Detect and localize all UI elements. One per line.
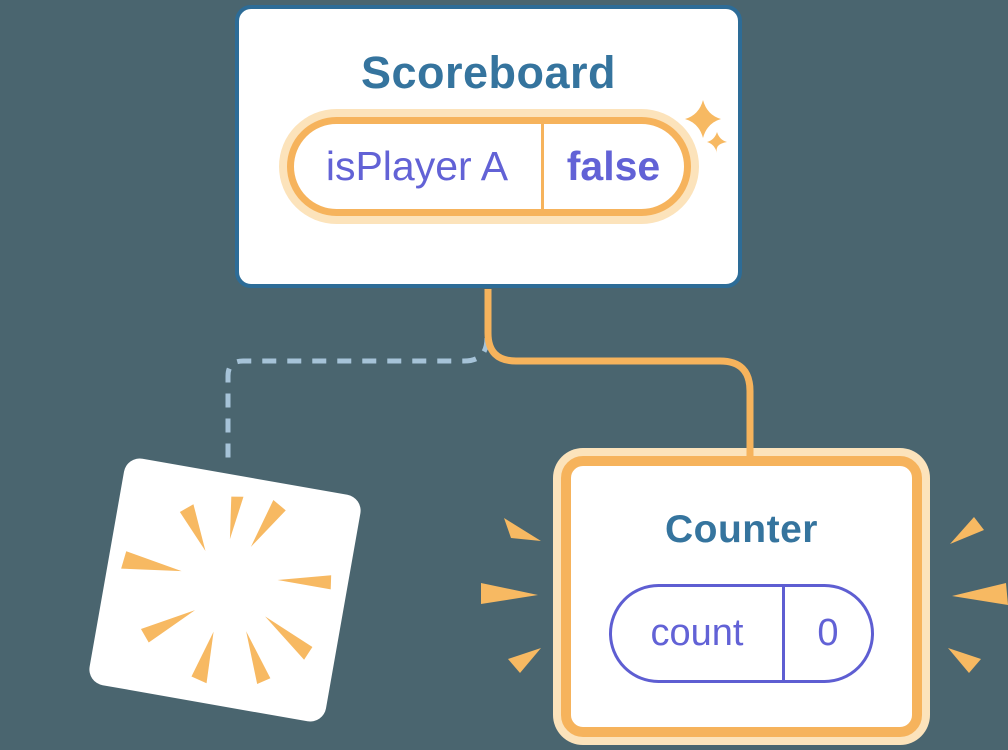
counter-state-pill: count 0 — [609, 584, 874, 683]
poof-burst-icon — [121, 496, 332, 685]
destroyed-component-card — [86, 455, 364, 725]
state-value-label: false — [566, 143, 661, 189]
dashed-connector-line — [225, 337, 490, 461]
counter-title: Counter — [665, 508, 818, 551]
pill-divider — [782, 587, 785, 680]
pill-divider — [540, 124, 544, 209]
scoreboard-title: Scoreboard — [360, 47, 617, 98]
state-name-label: isPlayer A — [325, 143, 509, 189]
state-value-label: 0 — [817, 612, 839, 654]
scoreboard-state-pill: isPlayer A false — [286, 117, 691, 216]
counter-card: Counter count 0 — [561, 456, 922, 737]
scoreboard-card: Scoreboard isPlayer A false — [235, 5, 742, 288]
solid-connector-line — [484, 289, 754, 460]
state-name-label: count — [650, 612, 744, 654]
